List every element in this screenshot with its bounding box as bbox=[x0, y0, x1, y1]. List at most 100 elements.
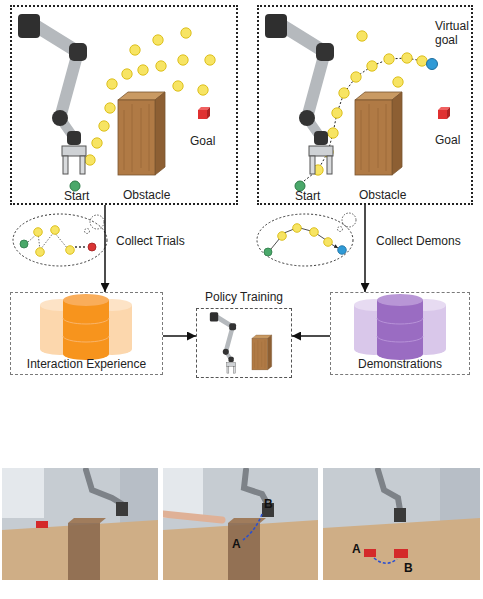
flow-arrow bbox=[163, 335, 196, 337]
point-label: A bbox=[352, 542, 361, 556]
edge-label: Collect Demons bbox=[376, 234, 461, 248]
obstacle-box bbox=[252, 335, 272, 370]
database-top bbox=[63, 294, 109, 306]
demo-links bbox=[271, 228, 338, 249]
robot-gripper bbox=[116, 502, 128, 516]
box bbox=[68, 523, 100, 580]
robot-gripper bbox=[394, 508, 406, 522]
data-store-box: Interaction Experience bbox=[10, 292, 163, 375]
obstacle-box bbox=[355, 92, 402, 175]
table bbox=[163, 520, 318, 580]
wall bbox=[323, 468, 480, 580]
state-dot bbox=[328, 128, 338, 138]
box-top bbox=[68, 518, 106, 523]
start-dot bbox=[20, 240, 28, 248]
node-label: Start bbox=[64, 189, 89, 203]
goal-cube bbox=[438, 107, 450, 119]
point-label: B bbox=[264, 497, 273, 511]
state-dot bbox=[351, 72, 361, 82]
state-dot bbox=[293, 224, 302, 233]
table bbox=[323, 518, 480, 580]
state-dot bbox=[310, 228, 319, 237]
node-label: Interaction Experience bbox=[11, 357, 162, 371]
state-dot bbox=[417, 56, 427, 66]
state-dot bbox=[122, 69, 132, 79]
state-dot bbox=[51, 226, 60, 235]
state-dot bbox=[357, 31, 367, 41]
state-dot bbox=[36, 248, 45, 257]
edge-label: Collect Trials bbox=[116, 234, 185, 248]
state-dot bbox=[92, 138, 102, 148]
node-label: Start bbox=[295, 189, 320, 203]
flow-arrow bbox=[104, 205, 106, 292]
training-box: Policy Training bbox=[196, 308, 292, 378]
obstacle-box bbox=[118, 92, 165, 175]
state-dot bbox=[34, 228, 43, 237]
point-label: B bbox=[404, 561, 413, 575]
robot-arm bbox=[210, 312, 236, 373]
trial-links bbox=[28, 232, 68, 250]
state-dot bbox=[205, 55, 215, 65]
state-dot bbox=[107, 79, 117, 89]
photo bbox=[2, 468, 158, 580]
red-cube bbox=[394, 549, 408, 558]
flow-arrow bbox=[364, 205, 366, 292]
state-dot bbox=[178, 55, 188, 65]
state-dot bbox=[324, 238, 333, 247]
window-light bbox=[2, 468, 44, 518]
data-store-box: Demonstrations bbox=[330, 292, 470, 375]
virtual-goal-dot bbox=[338, 246, 347, 255]
thought-bubble bbox=[85, 229, 90, 234]
state-dot bbox=[278, 232, 287, 241]
state-dot bbox=[66, 246, 75, 255]
node-label: Virtual goal bbox=[435, 19, 475, 47]
database-band bbox=[377, 318, 423, 342]
state-dot bbox=[181, 28, 191, 38]
node-label: Policy Training bbox=[167, 290, 321, 304]
robot-arm bbox=[378, 470, 400, 510]
end-dot bbox=[88, 243, 96, 251]
motion-path bbox=[374, 558, 397, 563]
photo bbox=[163, 468, 318, 580]
state-dot bbox=[105, 103, 115, 113]
photo bbox=[323, 468, 480, 580]
ellipsis-dot bbox=[79, 246, 81, 248]
flow-arrow bbox=[292, 335, 330, 337]
box-top bbox=[228, 518, 266, 523]
ellipsis-dot bbox=[83, 246, 85, 248]
database-band bbox=[63, 318, 109, 342]
node-label: Goal bbox=[435, 133, 460, 147]
wall bbox=[2, 468, 158, 580]
state-dot bbox=[402, 53, 412, 63]
scene-panel: StartObstacleGoal bbox=[10, 5, 238, 205]
state-dot bbox=[198, 85, 208, 95]
state-dot bbox=[173, 81, 183, 91]
human-arm bbox=[163, 514, 222, 520]
trial-dots bbox=[85, 28, 215, 165]
point-label: A bbox=[232, 537, 241, 551]
demo-ellipse bbox=[257, 214, 353, 266]
box bbox=[228, 523, 260, 580]
scene-panel: Virtual goalStartObstacleGoal bbox=[257, 5, 473, 205]
robot-arm bbox=[18, 14, 87, 174]
state-dot bbox=[99, 121, 109, 131]
robot-arm bbox=[86, 470, 122, 504]
thought-bubble bbox=[90, 215, 104, 229]
state-dot bbox=[332, 108, 342, 118]
red-cube bbox=[36, 521, 48, 528]
node-label: Demonstrations bbox=[331, 357, 469, 371]
state-dot bbox=[153, 35, 163, 45]
thought-bubble bbox=[338, 227, 343, 232]
state-dot bbox=[130, 45, 140, 55]
trial-ellipse bbox=[13, 214, 107, 266]
state-dot bbox=[138, 65, 148, 75]
database-top bbox=[377, 294, 423, 306]
robot-arm bbox=[265, 14, 334, 174]
state-dot bbox=[156, 61, 166, 71]
state-dot bbox=[367, 61, 377, 71]
motion-path bbox=[243, 514, 262, 540]
